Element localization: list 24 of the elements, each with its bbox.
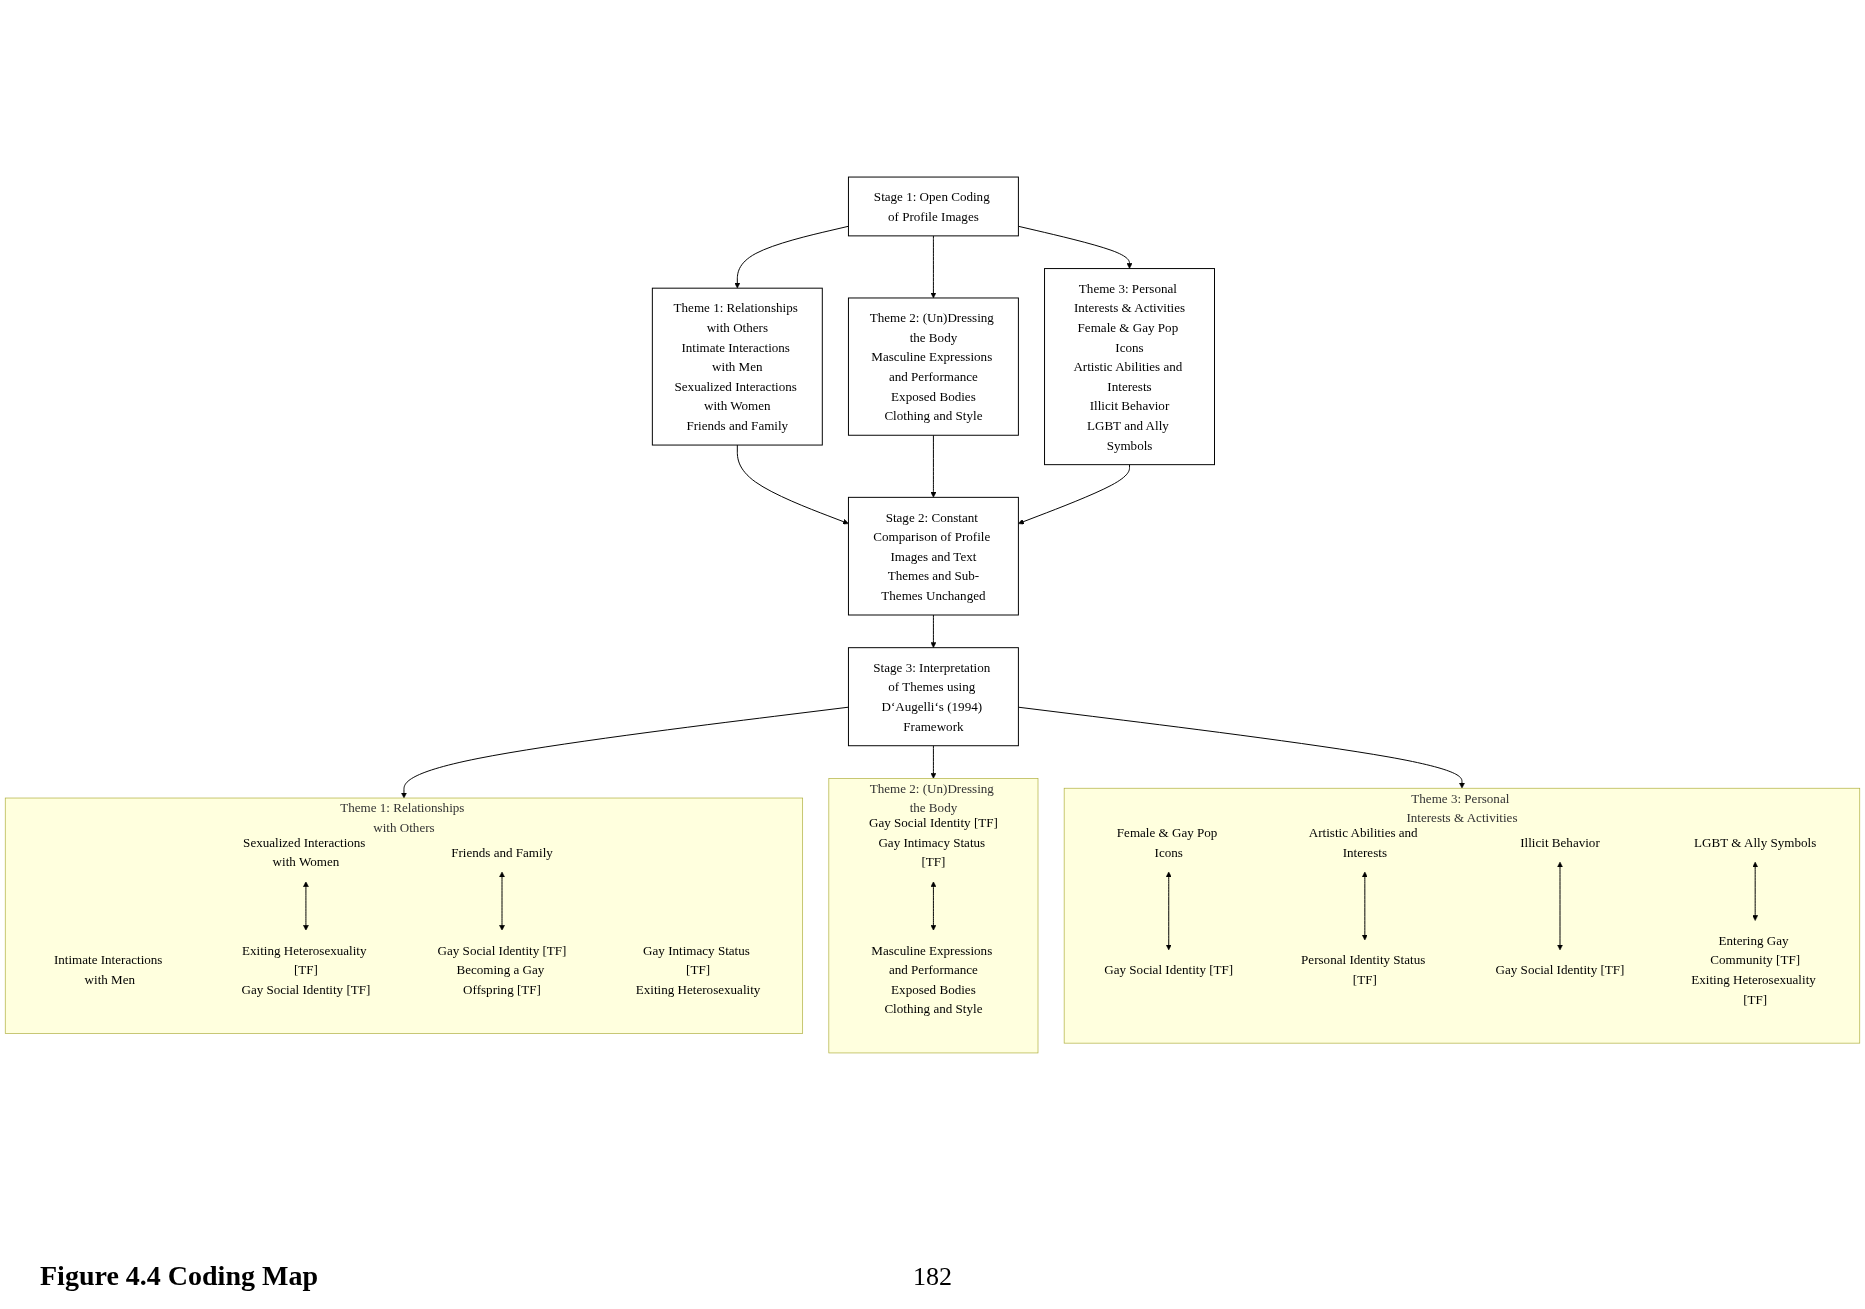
node-box: Theme 1: Relationships with Others Intimate Interactions with Men Sexualized Interactions with Women Friends and Family bbox=[651, 287, 823, 446]
node-text: Gay Intimacy Status [TF] Exiting Heterosexuality bbox=[635, 942, 761, 997]
node-text: Illicit Behavior bbox=[1520, 834, 1600, 850]
node-text: Gay Social Identity [TF] Becoming a Gay Offspring [TF] bbox=[437, 942, 567, 997]
node-box: Theme 3: Personal Interests & Activities Female & Gay Pop Icons Artistic Abilities and Interests Illicit Behavior LGBT and Ally Symbols bbox=[1044, 268, 1215, 466]
node-text: Entering Gay Community [TF] Exiting Heterosexuality [TF] bbox=[1691, 933, 1816, 1007]
node-text: Female & Gay Pop Icons bbox=[1116, 825, 1218, 860]
node-text: Artistic Abilities and Interests bbox=[1308, 825, 1418, 860]
node-text: LGBT & Ally Symbols bbox=[1694, 834, 1817, 850]
node-text: Gay Social Identity [TF] Gay Intimacy Status [TF] bbox=[868, 815, 998, 869]
node-box: Stage 3: Interpretation of Themes using D‘Augelli‘s (1994) Framework bbox=[847, 647, 1019, 747]
figure-caption: Figure 4.4 Coding Map bbox=[40, 1260, 318, 1292]
node-text: Gay Social Identity [TF] bbox=[1495, 962, 1625, 977]
node-text: Friends and Family bbox=[451, 844, 553, 860]
page-number: 182 bbox=[913, 1262, 952, 1292]
node-text: Personal Identity Status [TF] bbox=[1301, 952, 1426, 987]
node-box: Stage 1: Open Coding of Profile Images bbox=[847, 176, 1019, 237]
node-box: Stage 2: Constant Comparison of Profile Images and Text Themes and Sub-Themes Unchanged bbox=[847, 496, 1019, 616]
node-text: Gay Social Identity [TF] bbox=[1104, 962, 1234, 977]
node-text: Intimate Interactions with Men bbox=[53, 952, 163, 987]
node-box: Theme 2: (Un)Dressing the Body Masculine Expressions and Performance Exposed Bodies Clothing and Style bbox=[847, 297, 1019, 436]
node-text: Sexualized Interactions with Women bbox=[243, 834, 366, 869]
node-text: Masculine Expressions and Performance Exposed Bodies Clothing and Style bbox=[871, 942, 993, 1017]
node-text: Exiting Heterosexuality [TF] Gay Social Identity [TF] bbox=[241, 942, 371, 997]
